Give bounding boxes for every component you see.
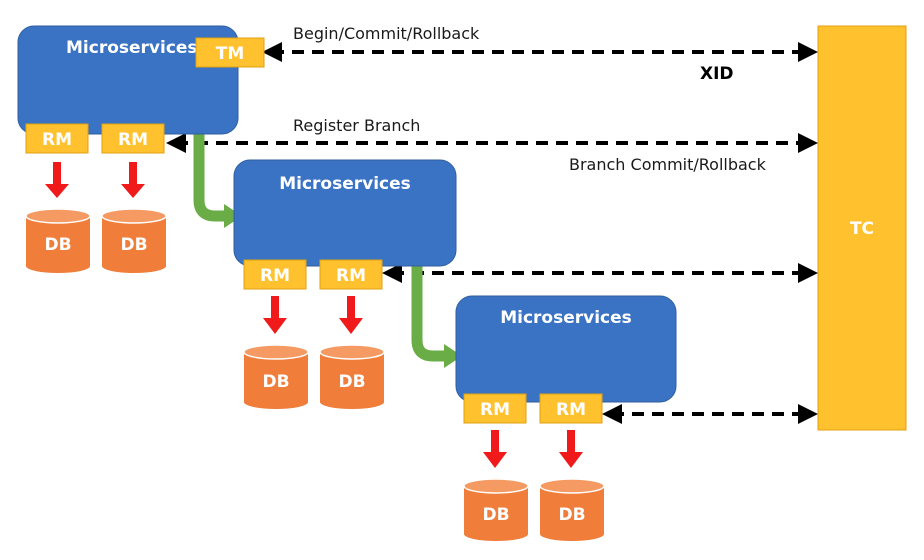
rm-box [539,393,603,424]
tc-box [817,25,907,431]
red-arrow-1a [45,162,69,198]
rm-box [101,123,165,154]
red-arrow-2b [339,296,363,334]
microservice-3: Microservices RM RM DB DB [455,295,677,541]
db-cylinder-1b: DB [101,208,167,273]
flow-arrow-1 [193,124,226,222]
db-label: DB [262,372,289,392]
rm-label: RM [42,130,72,150]
db-label: DB [558,505,585,525]
rm-box [319,259,383,290]
db-cylinder-1a: DB [25,208,91,273]
db-cylinder-2a: DB [243,344,309,409]
rm-box [25,123,89,154]
rm-label: RM [260,266,290,286]
microservice-3-title: Microservices [500,308,632,328]
red-arrow-2a [263,296,287,334]
rm-label: RM [556,400,586,420]
microservice-1: Microservices TM RM RM DB [17,25,265,273]
rm-box [463,393,527,424]
tc-label: TC [850,219,874,239]
rm-tag-2b: RM [319,259,383,290]
db-label: DB [120,235,147,255]
rm-label: RM [480,400,510,420]
register-branch-label: Register Branch [293,116,420,135]
rm-tag-3a: RM [463,393,527,424]
db-label: DB [338,372,365,392]
xid-label: XID [700,64,734,84]
rm-tag-1b: RM [101,123,165,154]
red-arrow-3a [483,430,507,468]
microservice-1-title: Microservices [66,38,198,58]
db-cylinder-2b: DB [319,344,385,409]
rm-label: RM [336,266,366,286]
tm-box [195,37,265,68]
rm-tag-3b: RM [539,393,603,424]
microservice-2: Microservices RM RM DB DB [233,159,457,409]
green-flow-arrows [193,124,462,368]
red-arrow-3b [559,430,583,468]
rm-tag-2a: RM [243,259,307,290]
rm-tag-1a: RM [25,123,89,154]
dashed-arrows [166,42,818,424]
flow-arrowhead-1 [224,204,242,228]
tc-node: TC [817,25,907,431]
red-arrow-1b [121,162,145,198]
rm-label: RM [118,130,148,150]
db-label: DB [482,505,509,525]
tm-label: TM [216,44,245,64]
db-cylinder-3a: DB [463,478,529,541]
begin-commit-rollback-label: Begin/Commit/Rollback [293,24,480,43]
flow-arrowhead-2 [444,344,462,368]
tm-tag: TM [195,37,265,68]
microservice-2-title: Microservices [279,174,411,194]
db-cylinder-3b: DB [539,478,605,541]
rm-box [243,259,307,290]
flow-arrow-2 [411,262,446,362]
branch-commit-rollback-label: Branch Commit/Rollback [569,155,767,174]
db-label: DB [44,235,71,255]
